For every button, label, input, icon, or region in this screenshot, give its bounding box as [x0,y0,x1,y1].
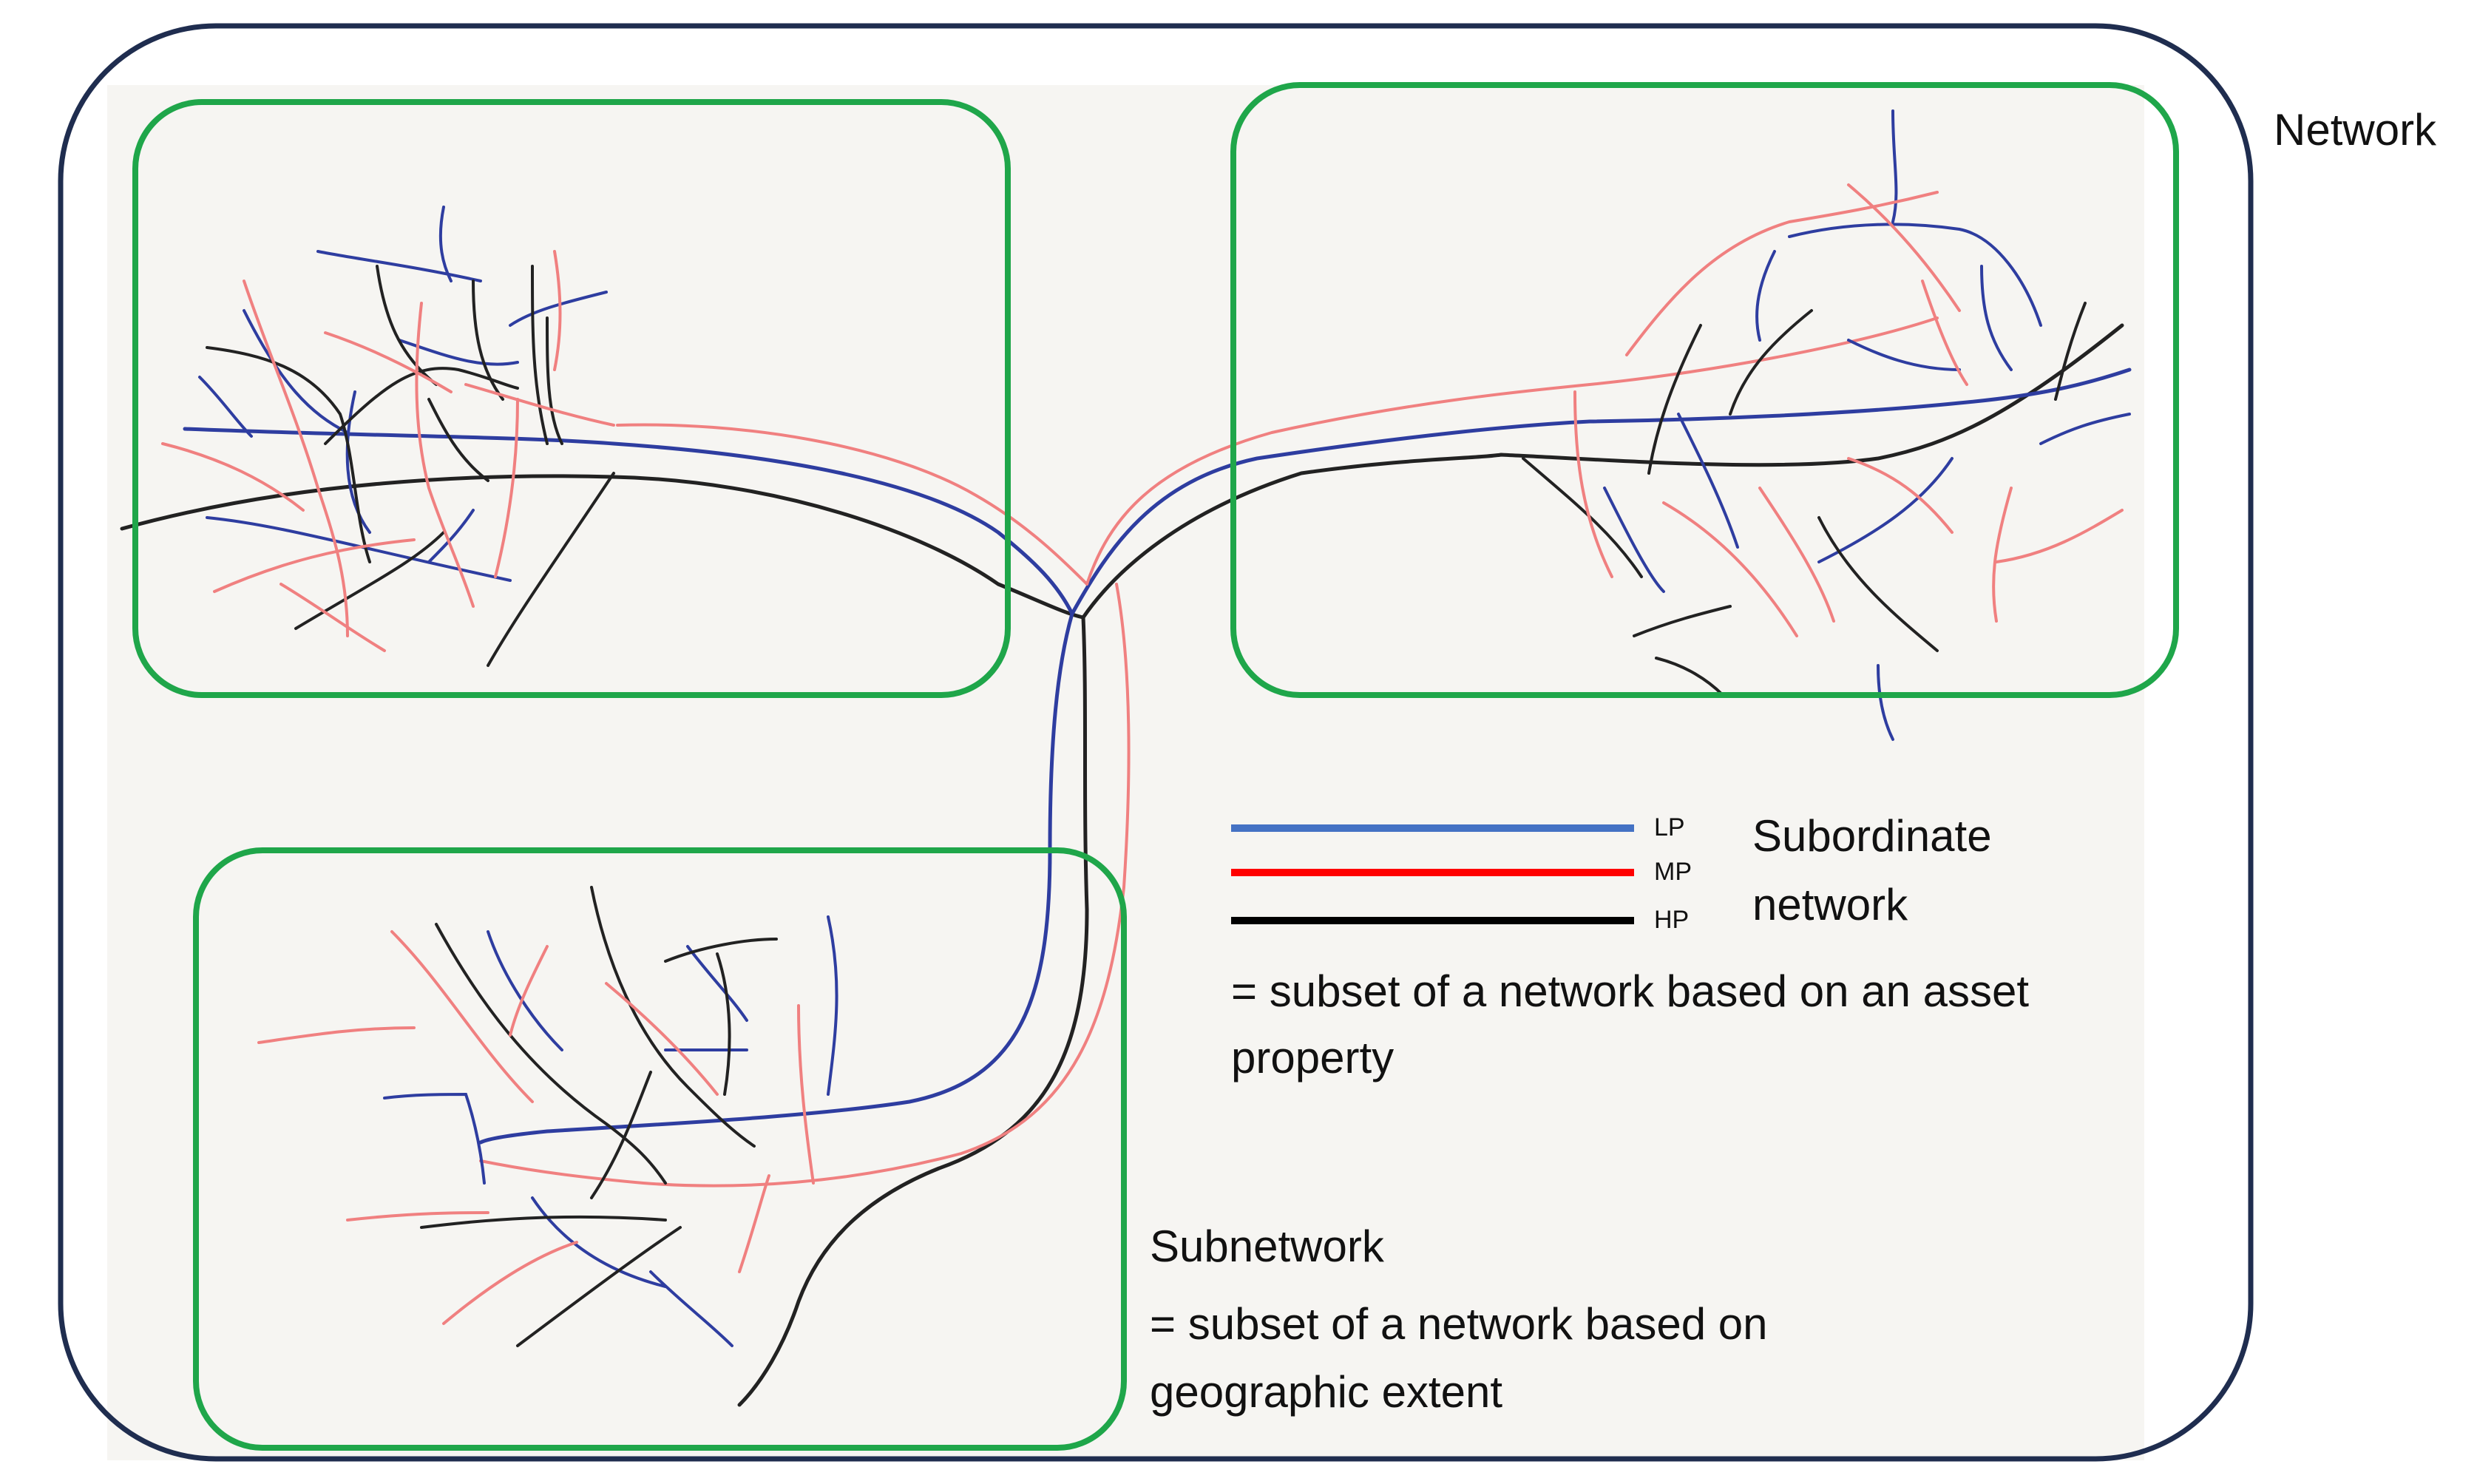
hp-trunk-left [120,474,1085,620]
network-label: Network [2274,105,2437,155]
lp-trunk-left [183,427,1074,616]
legend-label-mp: MP [1654,858,1692,886]
subnetwork-box-top-right [1230,82,2179,698]
legend-label-hp: HP [1654,906,1690,934]
mp-trunk-left [616,423,1088,586]
legend-lines [1231,824,1634,924]
lp-trunk-right [1070,367,2132,616]
legend-label-lp: LP [1654,813,1685,841]
trunk-lines [120,316,2132,1407]
cluster-top-left-sketch [161,206,615,667]
subnetwork-box-bottom-left [193,847,1127,1451]
subordinate-network-title-line1: Subordinate [1752,811,1992,861]
hp-trunk-right [1081,323,2124,620]
mp-trunk-down [479,583,1131,1187]
cluster-bottom-left-sketch [257,886,838,1347]
subnetwork-box-top-left [132,99,1011,698]
lp-trunk-down [478,611,1074,1145]
subnetwork-definition-line1: = subset of a network based on [1150,1299,1768,1349]
subordinate-network-definition-line2: property [1231,1033,1395,1082]
subnetwork-definition-line2: geographic extent [1150,1367,1503,1417]
subordinate-network-definition-line1: = subset of a network based on an asset [1231,966,2030,1016]
network-boundary [58,23,2254,1462]
cluster-top-right-sketch [1522,109,2131,741]
mp-trunk-right [1085,316,1939,586]
subordinate-network-title-line2: network [1752,880,1908,929]
subnetwork-title: Subnetwork [1150,1222,1384,1271]
